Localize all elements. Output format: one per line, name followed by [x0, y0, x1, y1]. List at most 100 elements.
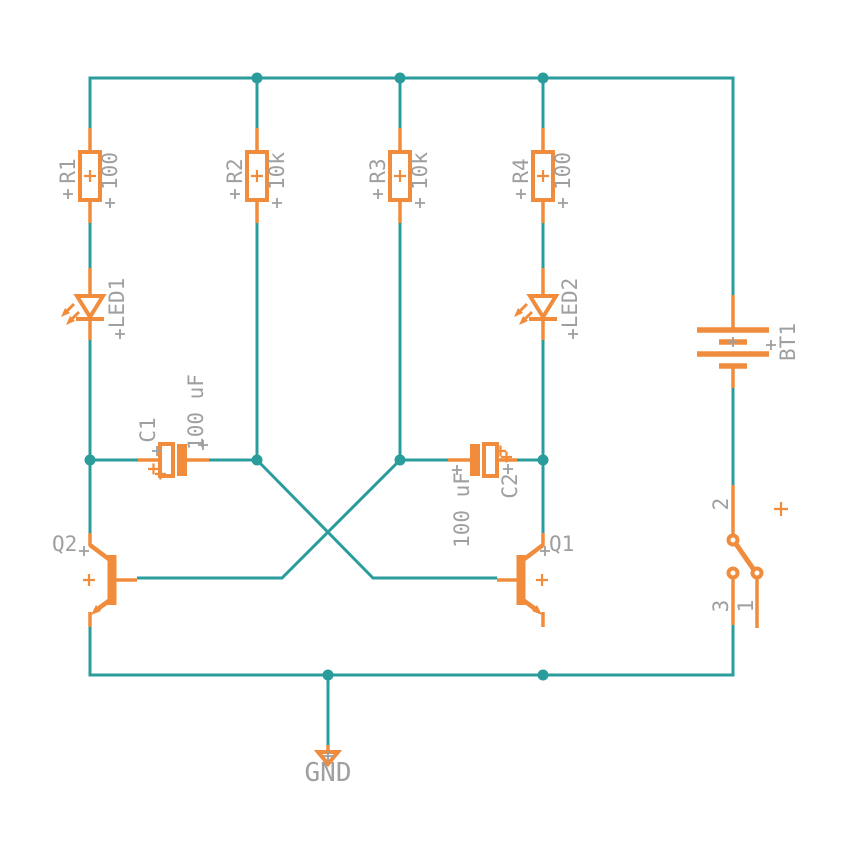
transistor-base-bar	[107, 555, 117, 605]
wire-top-rail	[88, 76, 735, 295]
origin-cross	[394, 170, 406, 182]
origin-cross	[774, 502, 788, 516]
transistor-ref-label: Q2	[52, 532, 77, 556]
capacitor-plus-plate	[482, 442, 499, 478]
led-triangle	[526, 294, 560, 321]
toggle-switch[interactable]: 2 3 1	[709, 485, 788, 628]
resistor-value-label: 100	[551, 152, 575, 190]
resistor-ref-label: R1	[56, 158, 80, 183]
capacitor-minus-plate	[177, 444, 187, 476]
capacitor-value-label: 100 uF	[450, 472, 474, 548]
led-light-arrowhead	[514, 308, 523, 317]
led2[interactable]: LED2	[514, 268, 582, 340]
junction-dot	[394, 454, 406, 466]
wire-cross-q2base	[137, 458, 402, 580]
origin-cross	[251, 170, 263, 182]
label-origin-cross	[516, 189, 526, 199]
led-triangle	[73, 294, 107, 321]
label-origin-cross	[766, 340, 776, 350]
resistor-value-label: 100	[98, 152, 122, 190]
origin-cross	[501, 451, 512, 463]
switch-pin-number: 3	[709, 600, 733, 613]
resistor-value-label: 10k	[408, 152, 432, 190]
resistor-body	[388, 150, 412, 202]
battery-bt1[interactable]: BT1	[697, 295, 800, 388]
label-origin-cross	[373, 189, 383, 199]
led-ref-label: LED1	[105, 278, 129, 329]
origin-cross	[84, 170, 96, 182]
wire-cross-q1base	[255, 458, 497, 580]
wire-bottom-rail	[88, 625, 735, 677]
label-origin-cross	[540, 546, 550, 556]
resistor-ref-label: R3	[366, 158, 390, 183]
junction-dots	[84, 72, 549, 681]
switch-contact	[726, 566, 740, 580]
label-origin-cross	[230, 189, 240, 199]
led-light-arrowhead	[519, 316, 528, 325]
label-origin-cross	[323, 751, 333, 761]
label-origin-cross	[558, 198, 568, 208]
led-light-arrowhead	[66, 316, 75, 325]
switch-pin-number: 1	[734, 600, 758, 613]
transistor-base-bar	[516, 555, 526, 605]
label-origin-cross	[79, 546, 89, 556]
transistor-q2[interactable]: Q2	[52, 532, 137, 627]
capacitor-ref-label: C2	[498, 473, 522, 498]
wire-net	[88, 76, 735, 745]
switch-contact	[726, 533, 740, 547]
label-origin-cross	[152, 446, 162, 456]
transistor-emitter-arrowhead	[532, 605, 542, 615]
junction-dot	[84, 454, 96, 466]
resistor-body	[78, 150, 102, 202]
resistor-r4[interactable]: R4 100	[509, 128, 575, 223]
transistor-emitter-arrowhead	[91, 605, 101, 615]
junction-dot	[537, 669, 549, 681]
capacitor-ref-label: C1	[136, 417, 160, 442]
label-origin-cross	[728, 337, 738, 347]
capacitor-c1[interactable]: C1 100 uF	[136, 374, 209, 480]
resistor-body	[245, 150, 269, 202]
transistor-ref-label: Q1	[549, 532, 574, 556]
battery-ref-label: BT1	[776, 323, 800, 361]
transistor-q1[interactable]: Q1	[497, 532, 574, 627]
led-light-arrowhead	[61, 308, 70, 317]
transistor-collector	[521, 543, 545, 562]
label-origin-cross	[115, 329, 125, 339]
label-origin-cross	[272, 198, 282, 208]
origin-cross	[536, 574, 548, 586]
label-origin-cross	[105, 198, 115, 208]
junction-dot	[251, 72, 263, 84]
led1[interactable]: LED1	[61, 268, 129, 340]
capacitor-plus-plate	[158, 442, 175, 478]
switch-lever	[733, 542, 757, 572]
label-origin-cross	[415, 198, 425, 208]
junction-dot	[322, 669, 334, 681]
origin-cross	[495, 445, 506, 457]
origin-cross	[83, 574, 95, 586]
resistor-body	[531, 150, 555, 202]
resistor-ref-label: R4	[509, 158, 533, 183]
label-origin-cross	[452, 465, 462, 475]
label-origin-cross	[198, 440, 208, 450]
label-origin-cross	[503, 464, 513, 474]
origin-cross	[537, 170, 549, 182]
resistor-r2[interactable]: R2 10k	[223, 128, 289, 223]
ground-label: GND	[305, 758, 352, 788]
resistor-value-label: 10k	[265, 152, 289, 190]
junction-dot	[251, 454, 263, 466]
label-origin-cross	[568, 329, 578, 339]
capacitor-minus-plate	[470, 444, 480, 476]
resistor-ref-label: R2	[223, 158, 247, 183]
junction-dot	[537, 454, 549, 466]
ground-symbol[interactable]: GND	[305, 745, 352, 788]
switch-pin-number: 2	[709, 498, 733, 511]
capacitor-value-label: 100 uF	[184, 374, 208, 450]
transistor-collector	[88, 543, 112, 562]
junction-dot	[537, 72, 549, 84]
capacitor-c2[interactable]: C2 100 uF	[448, 442, 522, 548]
junction-dot	[394, 72, 406, 84]
resistor-r3[interactable]: R3 10k	[366, 128, 432, 223]
resistor-r1[interactable]: R1 100	[56, 128, 122, 223]
